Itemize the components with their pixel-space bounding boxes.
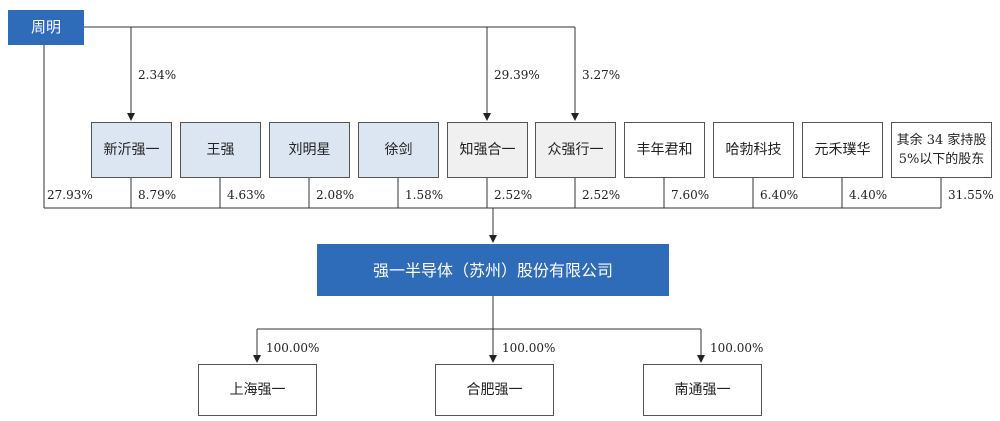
shareholder-name: 丰年君和 — [636, 141, 693, 158]
shareholder-box-xinyi: 新沂强一 — [91, 122, 172, 178]
subsidiary-name: 南通强一 — [674, 381, 731, 398]
direct-pct-zhouming: 27.93% — [47, 188, 93, 202]
company-name: 强一半导体（苏州）股份有限公司 — [372, 260, 613, 280]
top-shareholder-box: 周明 — [8, 10, 84, 45]
subsidiary-box-shanghai: 上海强一 — [198, 364, 317, 416]
pct-zhiqiang: 2.52% — [494, 188, 533, 202]
subsidiary-name: 合肥强一 — [466, 381, 523, 398]
pct-xinyi: 8.79% — [138, 188, 177, 202]
shareholder-name: 元禾璞华 — [814, 141, 871, 158]
pct-shanghai: 100.00% — [266, 341, 320, 355]
shareholder-name: 众强行一 — [547, 141, 604, 158]
shareholder-box-liumingxing: 刘明星 — [269, 122, 350, 178]
pct-nantong: 100.00% — [710, 341, 764, 355]
pct-yuanhe: 4.40% — [849, 188, 888, 202]
shareholder-box-xujian: 徐剑 — [358, 122, 439, 178]
shareholder-box-yuanhe: 元禾璞华 — [802, 122, 883, 178]
shareholder-box-wangqiang: 王强 — [180, 122, 261, 178]
pct-wangqiang: 4.63% — [227, 188, 266, 202]
shareholder-name-line1: 其余 34 家持股 — [896, 133, 987, 148]
shareholder-name: 知强合一 — [459, 141, 516, 158]
pct-others: 31.55% — [948, 188, 994, 202]
subsidiary-box-hefei: 合肥强一 — [435, 364, 554, 416]
top-shareholder-name: 周明 — [30, 18, 61, 36]
shareholder-box-others: 其余 34 家持股 5%以下的股东 — [891, 122, 992, 178]
pct-fengnian: 7.60% — [671, 188, 710, 202]
shareholder-name: 刘明星 — [288, 141, 331, 158]
shareholder-name-line2: 5%以下的股东 — [898, 152, 985, 167]
zhou-pct-zhongqiang: 3.27% — [582, 68, 621, 82]
shareholder-box-fengnian: 丰年君和 — [624, 122, 705, 178]
zhou-pct-zhiqiang: 29.39% — [494, 68, 540, 82]
pct-liumingxing: 2.08% — [316, 188, 355, 202]
shareholder-name: 王强 — [206, 141, 235, 158]
company-box: 强一半导体（苏州）股份有限公司 — [317, 244, 669, 296]
subsidiary-box-nantong: 南通强一 — [643, 364, 762, 416]
pct-habo: 6.40% — [760, 188, 799, 202]
pct-hefei: 100.00% — [502, 341, 556, 355]
zhou-pct-xinyi: 2.34% — [138, 68, 177, 82]
pct-xujian: 1.58% — [405, 188, 444, 202]
pct-zhongqiang: 2.52% — [582, 188, 621, 202]
shareholder-name: 徐剑 — [384, 141, 413, 158]
subsidiary-name: 上海强一 — [229, 381, 286, 398]
shareholder-box-zhongqiang: 众强行一 — [535, 122, 616, 178]
shareholder-box-habo: 哈勃科技 — [713, 122, 794, 178]
shareholder-name: 哈勃科技 — [725, 141, 782, 158]
shareholder-name: 新沂强一 — [103, 141, 160, 158]
shareholder-box-zhiqiang: 知强合一 — [447, 122, 528, 178]
